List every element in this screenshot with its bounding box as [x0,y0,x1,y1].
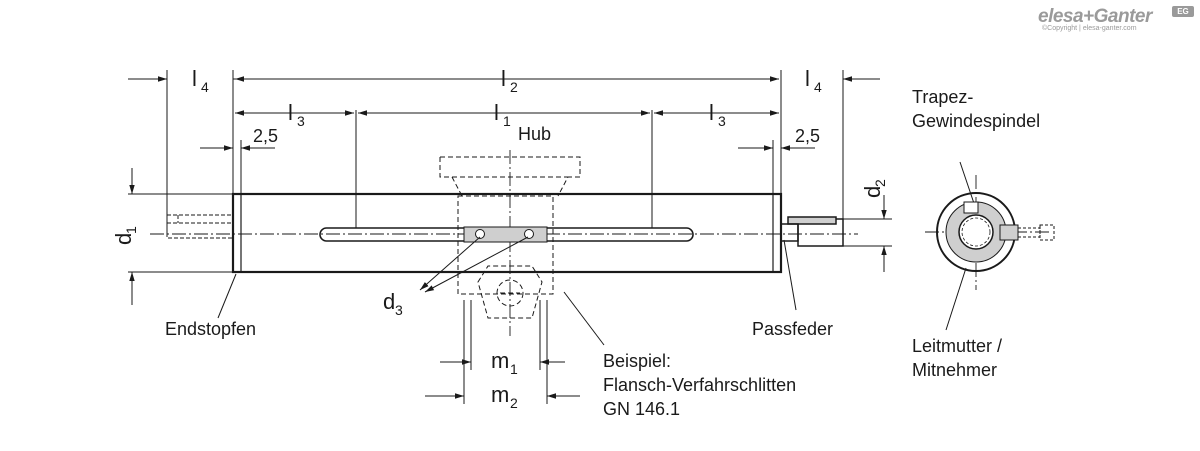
logo-badge: EG [1172,6,1194,17]
screw-hole-left [475,229,485,239]
passfeder-label: Passfeder [752,319,833,339]
m1-sub: 1 [510,361,518,377]
beispiel-line-2: Flansch-Verfahrschlitten [603,375,796,395]
dimension-lines [128,76,887,399]
l2-label: l [501,66,506,91]
l4-right-label: l [805,66,810,91]
part-labels: Endstopfen Passfeder Beispiel: Flansch-V… [165,87,1040,419]
trapez-line-1: Trapez- [912,87,973,107]
elesa-ganter-logo: elesa+Ganter ©Copyright | elesa-ganter.c… [1038,6,1198,40]
endstopfen-label: Endstopfen [165,319,256,339]
gap-right-label: 2,5 [795,126,820,146]
d2-sub: 2 [872,179,888,187]
l1-sub: 1 [503,113,511,129]
d1-label: d [111,233,136,245]
l1-label: l [494,100,499,125]
l2-sub: 2 [510,79,518,95]
l4-left-label: l [192,66,197,91]
l3-left-sub: 3 [297,113,305,129]
gap-left-label: 2,5 [253,126,278,146]
d3-sub: 3 [395,302,403,318]
trapez-line-2: Gewindespindel [912,111,1040,131]
l3-right-sub: 3 [718,113,726,129]
end-section-view [936,192,1055,272]
dimension-labels: l 4 l 2 l 4 l 3 l 1 Hub l 3 2,5 2,5 d 1 … [111,66,888,411]
beispiel-line-1: Beispiel: [603,351,671,371]
m1-label: m [491,348,509,373]
d3-label: d [383,289,395,314]
leitmutter-line-2: Mitnehmer [912,360,997,380]
d2-label: d [860,186,885,198]
left-end-plug [166,214,234,239]
carriage-outline [439,156,581,319]
hub-label: Hub [518,124,551,144]
l3-left-label: l [288,100,293,125]
l4-left-sub: 4 [201,79,209,95]
d1-sub: 1 [123,226,139,234]
m2-sub: 2 [510,395,518,411]
logo-brand: elesa+Ganter [1038,6,1152,27]
leader-lines [217,161,984,346]
logo-copyright: ©Copyright | elesa-ganter.com [1042,25,1137,32]
screw-hole-right [524,229,534,239]
l3-right-label: l [709,100,714,125]
beispiel-line-3: GN 146.1 [603,399,680,419]
m2-label: m [491,382,509,407]
leitmutter-line-1: Leitmutter / [912,336,1002,356]
right-shaft [780,216,844,247]
l4-right-sub: 4 [814,79,822,95]
center-lines [150,150,1050,336]
extension-lines [128,70,892,404]
